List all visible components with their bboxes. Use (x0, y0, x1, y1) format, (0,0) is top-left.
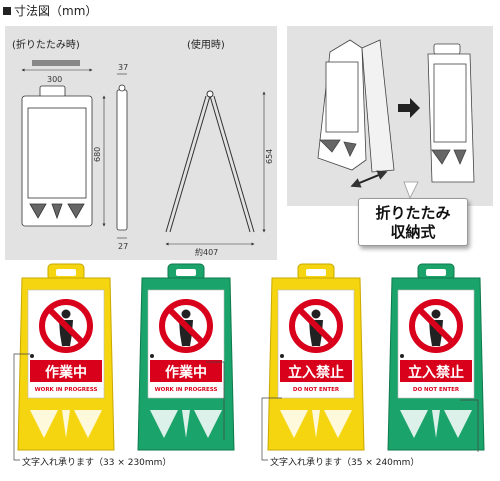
prohibit-slash (166, 306, 206, 346)
closed-sign-illustration (427, 43, 475, 183)
callout-pointer (403, 181, 419, 199)
sign-4: 立入禁止 DO NOT ENTER (387, 263, 485, 451)
sign-handle-hole (426, 269, 446, 276)
text-area-marker (280, 354, 284, 358)
sign-text-band (30, 360, 102, 382)
inuse-label: (使用時) (187, 40, 225, 51)
depth-top-dim-label: 37 (118, 63, 128, 72)
sign-frame-cutouts (150, 410, 222, 438)
sign-main-text: 作業中 (45, 364, 87, 381)
prohibit-slash (416, 306, 456, 346)
folded-side-view (116, 84, 128, 231)
sign-main-text: 立入禁止 (408, 364, 464, 381)
inuse-spread-dim-label: 約407 (195, 247, 218, 257)
text-area-marker (150, 354, 154, 358)
callout-line2: 収納式 (390, 223, 436, 241)
prohibit-slash (46, 306, 86, 346)
text-area-marker (400, 354, 404, 358)
sign-sub-text: WORK IN PROGRESS (35, 387, 98, 393)
prohibit-slash (296, 306, 336, 346)
sign-main-text: 作業中 (165, 364, 207, 381)
sign-frame-cutouts (280, 410, 352, 438)
sign-text-band (150, 360, 222, 382)
sign-3: 立入禁止 DO NOT ENTER (267, 263, 365, 451)
person-head-icon (431, 309, 441, 319)
page-title: 寸法図（mm） (3, 2, 97, 19)
sign-handle-hole (306, 269, 326, 276)
sign-handle-hole (176, 269, 196, 276)
caption-right: 文字入れ承ります（35 × 240mm） (270, 458, 420, 468)
sign-text-band (400, 360, 472, 382)
height-dim-label: 680 (93, 147, 102, 162)
sign-frame-cutouts (30, 410, 102, 438)
sign-text-band (280, 360, 352, 382)
sign-main-text: 立入禁止 (288, 364, 344, 381)
square-bullet-icon (3, 7, 11, 15)
title-text: 寸法図（mm） (14, 4, 98, 18)
fold-arrow-icon (350, 170, 388, 188)
signs-row: 作業中 WORK IN PROGRESS 作業中 WORK IN PROGRESS 立入… (17, 263, 485, 451)
person-head-icon (181, 309, 191, 319)
inuse-side-view (165, 90, 255, 233)
sign-1: 作業中 WORK IN PROGRESS (17, 263, 115, 451)
sign-frame-cutouts (400, 410, 472, 438)
person-head-icon (61, 309, 71, 319)
caption-left: 文字入れ承ります（33 × 230mm） (22, 458, 172, 468)
text-area-marker (30, 354, 34, 358)
folded-label: (折りたたみ時) (12, 40, 80, 51)
open-sign-illustration (317, 39, 395, 173)
sign-sub-text: DO NOT ENTER (293, 387, 340, 393)
top-handle-shape (32, 60, 80, 66)
left-caption-leader (13, 353, 30, 461)
right-caption-leader (261, 397, 282, 461)
person-head-icon (311, 309, 321, 319)
width-dim-label: 300 (47, 75, 62, 84)
callout-line1: 折りたたみ (375, 204, 451, 222)
sign-handle-hole (56, 269, 76, 276)
arrow-right-icon (398, 98, 420, 118)
sign-2: 作業中 WORK IN PROGRESS (137, 263, 235, 451)
inuse-height-dim-label: 654 (265, 149, 274, 164)
folded-front-view (21, 85, 93, 227)
folding-callout: 折りたたみ 収納式 (358, 198, 468, 246)
right-caption-leader-2 (460, 399, 479, 452)
depth-bottom-dim-label: 27 (118, 242, 128, 251)
sign-sub-text: WORK IN PROGRESS (155, 387, 218, 393)
sign-sub-text: DO NOT ENTER (413, 387, 460, 393)
left-caption-leader-2 (206, 361, 225, 440)
